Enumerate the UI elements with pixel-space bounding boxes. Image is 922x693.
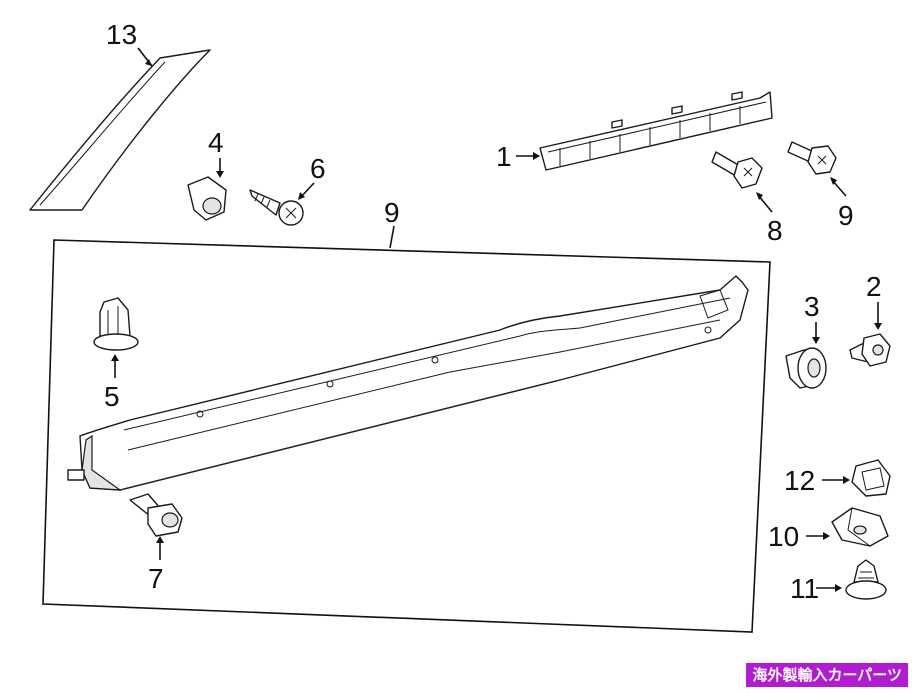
leader-6 [298, 182, 315, 200]
part-11-push-clip [845, 559, 887, 600]
part-10-bracket-clip [831, 507, 889, 547]
leader-3 [111, 354, 119, 378]
part-13-pillar-garnish [29, 49, 211, 211]
callout-5: 3 [804, 291, 820, 322]
callout-2: 7 [148, 563, 164, 594]
callout-13: 13 [106, 19, 137, 50]
part-5-grommet [785, 347, 827, 389]
callout-1: 9 [384, 197, 400, 228]
part-1-box [42, 225, 771, 633]
leader-11 [816, 584, 842, 592]
part-9-bolt-right [787, 141, 837, 175]
leader-5 [812, 322, 820, 344]
watermark-badge: 海外製輸入カーパーツ [746, 663, 908, 687]
leader-2 [156, 536, 164, 560]
leader-13 [137, 47, 153, 67]
part-3-clip [93, 297, 139, 351]
part-6-screw [249, 189, 304, 226]
callout-7: 2 [866, 271, 882, 302]
part-7-nut [849, 333, 891, 367]
callout-10: 10 [768, 521, 799, 552]
leader-9b [830, 177, 847, 197]
leader-12 [822, 476, 850, 484]
leader-9a [756, 192, 773, 213]
part-8-bracket [539, 91, 773, 171]
part-12-clip-nut [851, 459, 891, 497]
callout-9a: 8 [767, 215, 783, 246]
leader-7 [874, 302, 882, 330]
leader-8 [516, 152, 540, 160]
part-1-rocker-moulding [67, 275, 749, 491]
part-9-bolt-left [711, 151, 763, 189]
callout-12: 12 [784, 465, 815, 496]
part-4-cap [187, 176, 227, 221]
callout-8: 1 [496, 141, 512, 172]
callout-3: 5 [104, 381, 120, 412]
callout-11: 11 [790, 573, 819, 604]
callout-4: 4 [208, 127, 224, 158]
leader-4 [216, 158, 224, 178]
callout-9b: 9 [838, 200, 854, 231]
part-2-fastener [129, 493, 183, 537]
leader-10 [806, 532, 830, 540]
callout-6: 6 [310, 153, 326, 184]
